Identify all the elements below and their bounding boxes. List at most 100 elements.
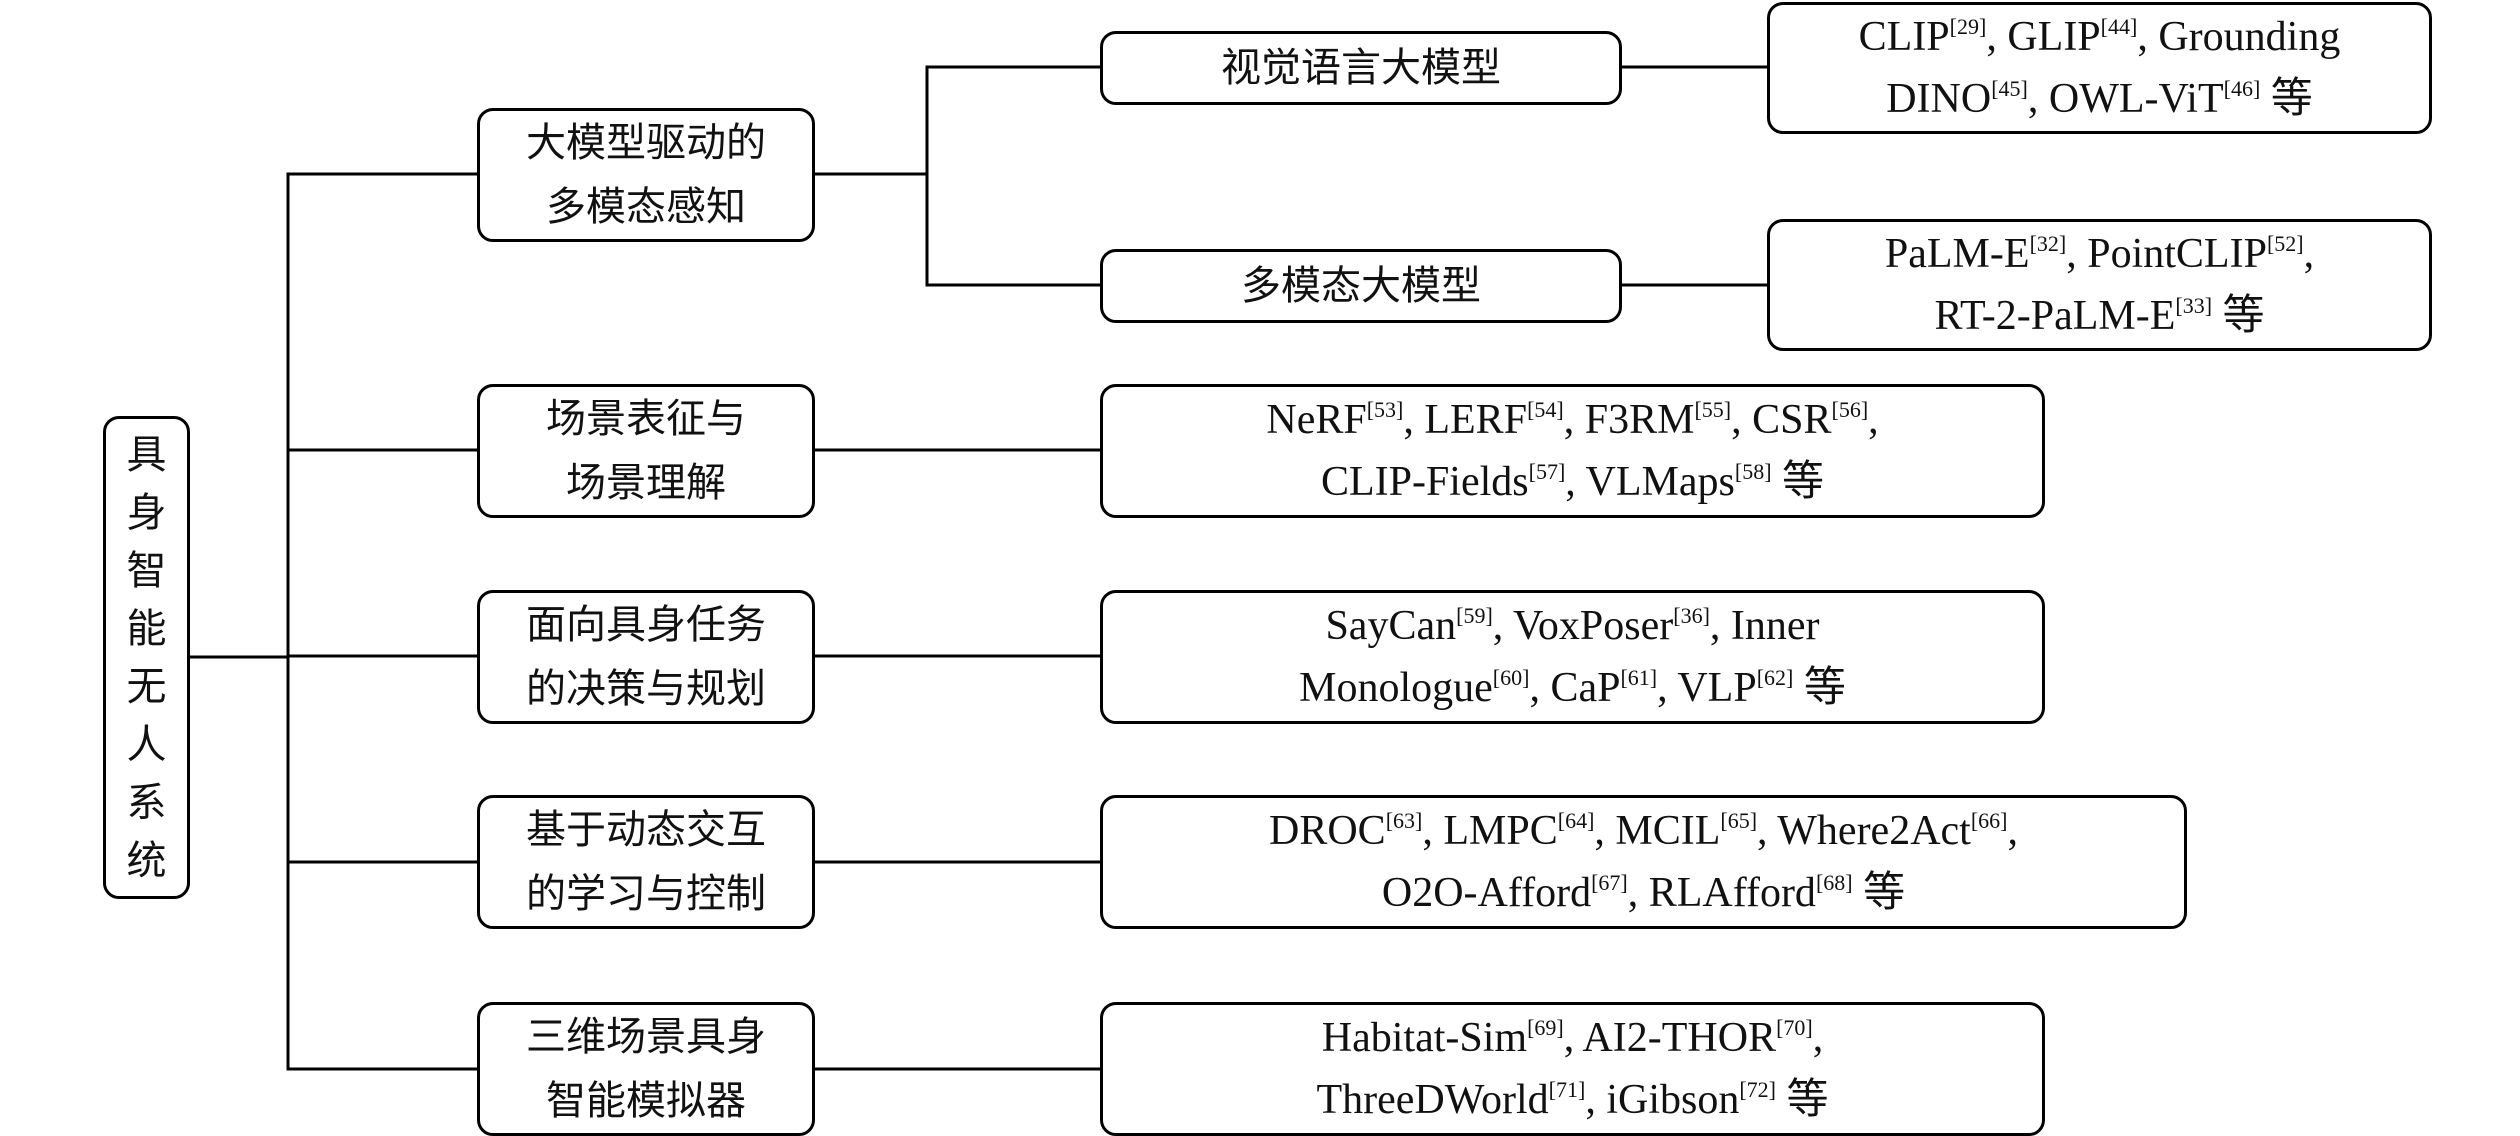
citation-ref: [52] [2266, 231, 2304, 256]
example-text: , Where2Act [1757, 808, 1971, 854]
citation-ref: [69] [1527, 1015, 1564, 1040]
citation-number: 65 [1727, 808, 1750, 833]
citation-ref: [64] [1557, 808, 1595, 833]
example-text: CLIP-Fields [1320, 459, 1529, 505]
example-text: , [2007, 808, 2019, 854]
citation-ref: [67] [1591, 870, 1628, 895]
citation-number: 71 [1556, 1077, 1578, 1102]
citation-ref: [32] [2029, 231, 2067, 256]
root-char: 能 [126, 605, 167, 652]
root-char: 具 [126, 431, 167, 478]
example-line: CLIP[29], GLIP[44], Grounding [1859, 6, 2341, 68]
root-char: 系 [126, 779, 167, 826]
citation-number: 32 [2036, 231, 2059, 256]
citation-ref: [62] [1756, 665, 1794, 690]
branch-node-decision-planning: 面向具身任务的决策与规划 [477, 590, 815, 724]
example-text: SayCan [1325, 603, 1457, 649]
citation-ref: [54] [1527, 397, 1564, 422]
example-text: , LMPC [1422, 808, 1558, 854]
example-line: RT-2-PaLM-E[33] 等 [1934, 285, 2264, 347]
branch-node-interactive-learning: 基于动态交互的学习与控制 [477, 795, 815, 929]
citation-number: 70 [1783, 1015, 1806, 1040]
citation-number: 33 [2182, 293, 2205, 318]
citation-number: 62 [1764, 665, 1787, 690]
citation-number: 36 [1680, 603, 1703, 628]
citation-ref: [57] [1528, 459, 1566, 484]
example-line: NeRF[53], LERF[54], F3RM[55], CSR[56], [1266, 389, 1878, 451]
citation-ref: [72] [1739, 1077, 1776, 1102]
citation-number: 64 [1565, 808, 1588, 833]
citation-ref: [44] [2100, 14, 2138, 39]
branch-node-multimodal-perception: 大模型驱动的多模态感知 [477, 108, 815, 242]
example-text: NeRF [1266, 397, 1367, 443]
example-text: 等 [2260, 76, 2313, 122]
sub-node-vision-language-models: 视觉语言大模型 [1100, 31, 1622, 105]
citation-number: 61 [1627, 665, 1650, 690]
branch-label-line: 场景理解 [566, 460, 726, 506]
citation-number: 44 [2108, 14, 2130, 39]
example-text: , AI2-THOR [1563, 1015, 1777, 1061]
citation-number: 67 [1598, 870, 1621, 895]
branch-label-line: 基于动态交互 [526, 807, 766, 853]
example-text: , OWL-ViT [2027, 76, 2224, 122]
citation-ref: [45] [1991, 76, 2028, 101]
citation-ref: [60] [1492, 665, 1530, 690]
citation-ref: [46] [2223, 76, 2261, 101]
root-char: 智 [126, 547, 167, 594]
example-text: O2O-Afford [1381, 870, 1592, 916]
root-char: 统 [126, 837, 167, 884]
example-line: ThreeDWorld[71], iGibson[72] 等 [1316, 1069, 1828, 1131]
example-text: PaLM-E [1884, 231, 2030, 277]
example-line: SayCan[59], VoxPoser[36], Inner [1325, 595, 1819, 657]
root-char: 身 [126, 489, 167, 536]
citation-ref: [58] [1734, 459, 1772, 484]
example-line: Habitat-Sim[69], AI2-THOR[70], [1322, 1007, 1823, 1069]
example-text: , PointCLIP [2066, 231, 2267, 277]
example-text: , RLAfford [1627, 870, 1816, 916]
citation-number: 45 [1998, 76, 2021, 101]
citation-ref: [70] [1776, 1015, 1813, 1040]
citation-number: 29 [1957, 14, 1979, 39]
citation-ref: [59] [1456, 603, 1493, 628]
example-text: , [2303, 231, 2315, 277]
citation-number: 56 [1838, 397, 1861, 422]
citation-ref: [33] [2175, 293, 2213, 318]
example-text: , VoxPoser [1492, 603, 1674, 649]
citation-ref: [63] [1385, 808, 1423, 833]
leaf-node-scene-examples: NeRF[53], LERF[54], F3RM[55], CSR[56],CL… [1100, 384, 2045, 518]
citation-number: 46 [2230, 76, 2253, 101]
example-text: 等 [1776, 1077, 1829, 1123]
example-text: CLIP [1858, 14, 1950, 60]
leaf-node-simulator-examples: Habitat-Sim[69], AI2-THOR[70],ThreeDWorl… [1100, 1002, 2045, 1136]
citation-number: 72 [1746, 1077, 1769, 1102]
example-text: , Inner [1709, 603, 1820, 649]
example-text: DINO [1886, 76, 1992, 122]
citation-ref: [68] [1815, 870, 1853, 895]
citation-number: 57 [1535, 459, 1558, 484]
example-text: , F3RM [1563, 397, 1695, 443]
branch-label-line: 智能模拟器 [546, 1078, 746, 1124]
citation-number: 60 [1500, 665, 1523, 690]
example-line: CLIP-Fields[57], VLMaps[58] 等 [1321, 451, 1824, 513]
leaf-node-mm-examples: PaLM-E[32], PointCLIP[52],RT-2-PaLM-E[33… [1767, 219, 2432, 351]
example-text: 等 [2212, 293, 2265, 339]
branch-label-line: 三维场景具身 [526, 1014, 766, 1060]
branch-label-line: 面向具身任务 [526, 602, 766, 648]
example-text: RT-2-PaLM-E [1934, 293, 2176, 339]
example-text: , [1868, 397, 1879, 443]
citation-ref: [29] [1949, 14, 1987, 39]
branch-node-scene-representation: 场景表征与场景理解 [477, 384, 815, 518]
branch-label-line: 大模型驱动的 [526, 120, 766, 166]
citation-number: 63 [1393, 808, 1416, 833]
citation-ref: [55] [1694, 397, 1732, 422]
branch-label-line: 多模态感知 [546, 184, 746, 230]
example-line: PaLM-E[32], PointCLIP[52], [1885, 223, 2314, 285]
citation-number: 59 [1463, 603, 1486, 628]
branch-label-line: 的决策与规划 [526, 666, 766, 712]
root-char: 人 [126, 721, 167, 768]
citation-ref: [66] [1970, 808, 2008, 833]
example-text: , VLMaps [1565, 459, 1735, 505]
citation-ref: [65] [1720, 808, 1758, 833]
